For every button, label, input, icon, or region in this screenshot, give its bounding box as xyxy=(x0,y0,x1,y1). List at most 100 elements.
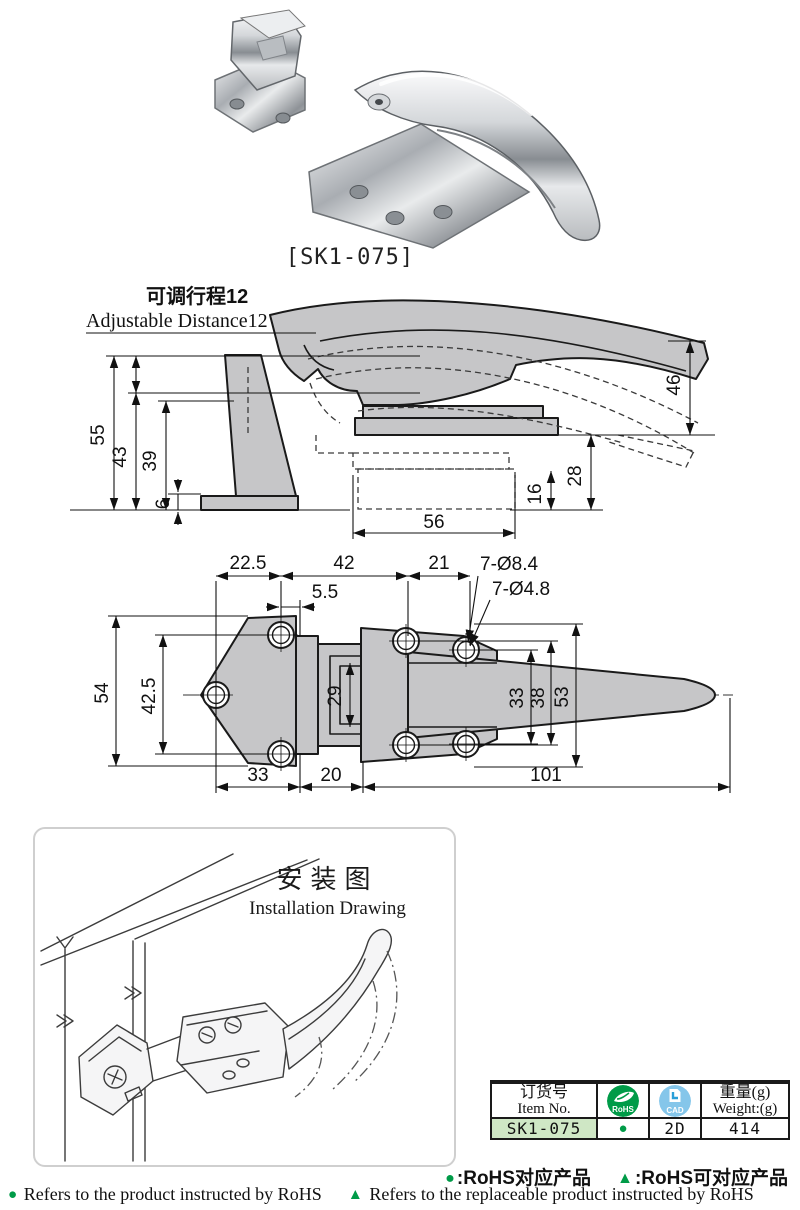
chrome-highlight xyxy=(379,72,533,116)
ghost-curve xyxy=(307,345,699,424)
cad-badge-text: CAD xyxy=(666,1106,684,1115)
dim-33r: 33 xyxy=(507,687,528,708)
dim-20: 20 xyxy=(320,765,341,786)
door-top-edge xyxy=(134,858,320,940)
rohs-dot-icon: ● xyxy=(445,1169,455,1187)
weight-value: 414 xyxy=(700,1117,788,1138)
installation-titles: 安装图 Installation Drawing xyxy=(215,859,440,920)
screw-cross xyxy=(107,1069,123,1085)
hidden-catch-1 xyxy=(352,452,510,470)
hole-callout-inner: 7-Ø4.8 xyxy=(492,579,550,600)
hole xyxy=(389,624,423,658)
adjustable-note-en: Adjustable Distance12 xyxy=(86,310,268,332)
strike-part-photo xyxy=(214,9,306,133)
adjustable-note-cn: 可调行程12 xyxy=(146,284,248,308)
dim-54: 54 xyxy=(92,682,113,704)
dim-21: 21 xyxy=(428,553,449,574)
hook-inner-edge xyxy=(303,344,335,371)
shaft-rails xyxy=(408,662,497,728)
legend-tri-en-text: Refers to the replaceable product instru… xyxy=(364,1184,754,1204)
strike-post xyxy=(224,354,297,497)
item-no-text: SK1-075 xyxy=(506,1119,582,1138)
ghost-curve xyxy=(315,367,695,454)
ghost-curve xyxy=(357,406,624,444)
screw-hole xyxy=(349,185,369,199)
hinge-strip xyxy=(295,635,319,755)
rohs-triangle-icon: ▲ xyxy=(616,1169,633,1187)
dim-22-5: 22.5 xyxy=(230,553,267,574)
strike-sketch-edge xyxy=(88,1036,142,1062)
strike-base xyxy=(200,495,299,511)
cabinet-edge xyxy=(40,853,234,952)
cad-value: 2D xyxy=(648,1117,700,1138)
dim-43: 43 xyxy=(110,446,131,467)
dim-46: 46 xyxy=(664,374,685,395)
swing-arc xyxy=(332,980,378,1090)
installation-box: 安装图 Installation Drawing xyxy=(33,827,456,1167)
dim-55: 55 xyxy=(88,424,109,445)
dim-53: 53 xyxy=(552,686,573,707)
mount-plate-2 xyxy=(354,417,559,436)
ghost-curve xyxy=(309,382,341,424)
rohs-badge-text: RoHS xyxy=(612,1105,634,1114)
dim-5-5: 5.5 xyxy=(312,582,338,603)
screw-slot xyxy=(201,1032,213,1038)
hole-callout-outer: 7-Ø8.4 xyxy=(480,554,539,575)
handle-shaft xyxy=(407,651,716,739)
installation-title-cn: 安装图 xyxy=(276,864,379,894)
swing-arc xyxy=(352,950,398,1084)
leader-8-4 xyxy=(465,575,479,643)
hole xyxy=(264,618,298,652)
installation-title-en: Installation Drawing xyxy=(249,898,406,919)
legend-tri-cn-text: :RoHS可对应产品 xyxy=(634,1168,788,1189)
leader-4-8 xyxy=(469,599,491,647)
dim-42: 42 xyxy=(333,553,354,574)
cabinet-edge xyxy=(40,859,308,966)
handle-profile xyxy=(269,299,709,406)
slot-sketch xyxy=(124,1086,143,1102)
swing-arc xyxy=(294,1036,323,1098)
rohs-badge-icon: RoHS xyxy=(607,1084,639,1117)
cad-badge-icon: CAD xyxy=(659,1084,691,1117)
strike-cap xyxy=(239,9,306,39)
cad-text: 2D xyxy=(664,1119,686,1138)
dim-28: 28 xyxy=(565,465,586,486)
break-marks xyxy=(56,1014,74,1028)
dim-39: 39 xyxy=(140,450,161,471)
rohs-dot-icon: ● xyxy=(8,1186,18,1203)
dim-29: 29 xyxy=(325,685,346,706)
latch-body-sketch xyxy=(176,1002,290,1094)
top-view-drawing: 22.5 42 21 5.5 7-Ø8.4 7-Ø4.8 54 42.5 29 … xyxy=(92,553,733,793)
latch-part-photo xyxy=(308,70,601,249)
latch-baseplate xyxy=(308,123,531,249)
rohs-dot-icon: ● xyxy=(618,1120,628,1137)
hole xyxy=(264,737,298,771)
hole xyxy=(389,728,423,762)
dim-6: 6 xyxy=(153,499,174,510)
legend-cn: ●:RoHS对应产品 ▲:RoHS可对应产品 xyxy=(445,1163,788,1190)
latch-body-edges xyxy=(180,1010,268,1066)
rohs-header: RoHS xyxy=(596,1082,648,1117)
legend-dot-en-text: Refers to the product instructed by RoHS xyxy=(19,1184,322,1204)
installation-sketch xyxy=(40,853,398,1162)
weight-text: 414 xyxy=(729,1119,761,1138)
handle-inner-edge xyxy=(319,329,687,372)
screw-hole xyxy=(433,205,453,219)
item-no-header-en: Item No. xyxy=(517,1101,571,1117)
hole-sketch xyxy=(222,1070,236,1080)
hole-sketch xyxy=(236,1058,250,1068)
rohs-value: ● xyxy=(596,1117,648,1138)
hidden-step xyxy=(315,435,353,454)
dim-42-5: 42.5 xyxy=(139,678,160,715)
product-code-label: [SK1-075] xyxy=(285,245,415,270)
weight-header-cn: 重量(g) xyxy=(719,1084,771,1101)
cad-header: CAD xyxy=(648,1082,700,1117)
legend-dot-cn-text: :RoHS对应产品 xyxy=(456,1168,591,1189)
weight-header-en: Weight:(g) xyxy=(712,1101,778,1117)
strike-hole xyxy=(229,98,245,110)
handle-shade xyxy=(436,129,556,209)
cabinet-corner-line xyxy=(56,936,74,1162)
item-no-header: 订货号 Item No. xyxy=(492,1082,596,1117)
spec-table: 订货号 Item No. RoHS CAD 重量(g) Weight:(g) xyxy=(490,1080,790,1140)
